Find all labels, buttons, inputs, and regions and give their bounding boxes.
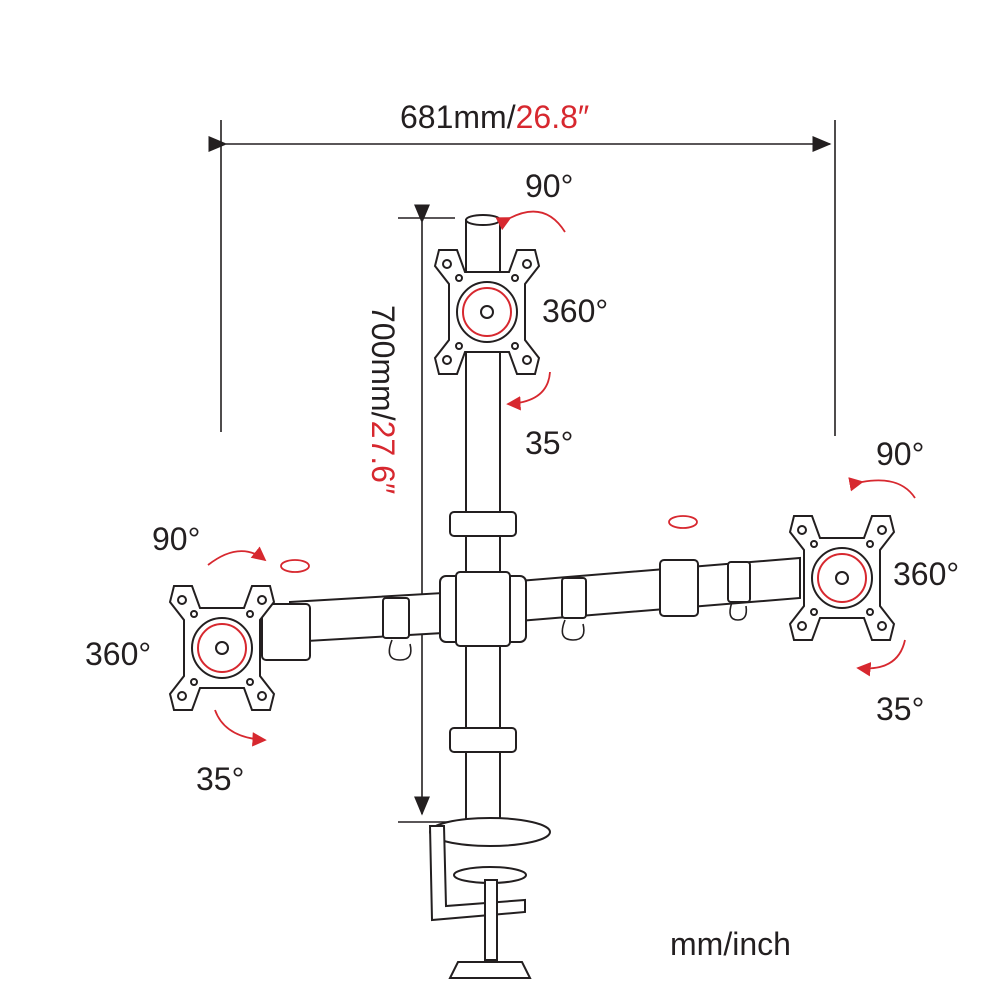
right-vesa-plate	[789, 515, 895, 641]
left-swivel-label: 35°	[196, 761, 244, 797]
left-rotate-label: 360°	[85, 636, 151, 672]
right-tilt-label: 90°	[876, 436, 924, 472]
units-note: mm/inch	[670, 926, 791, 962]
desk-clamp	[428, 817, 551, 979]
rotation-arrows	[207, 210, 916, 747]
width-label: 681mm/26.8″	[400, 99, 589, 135]
height-dimension: 700mm/27.6″	[365, 204, 460, 823]
width-dimension: 681mm/26.8″	[208, 99, 836, 436]
top-tilt-label: 90°	[525, 168, 573, 204]
left-tilt-label: 90°	[152, 521, 200, 557]
right-rotate-label: 360°	[893, 556, 959, 592]
top-swivel-label: 35°	[525, 425, 573, 461]
arms	[261, 556, 801, 661]
left-vesa-plate	[169, 585, 275, 711]
top-rotate-label: 360°	[542, 293, 608, 329]
height-label: 700mm/27.6″	[365, 305, 401, 494]
right-swivel-label: 35°	[876, 691, 924, 727]
